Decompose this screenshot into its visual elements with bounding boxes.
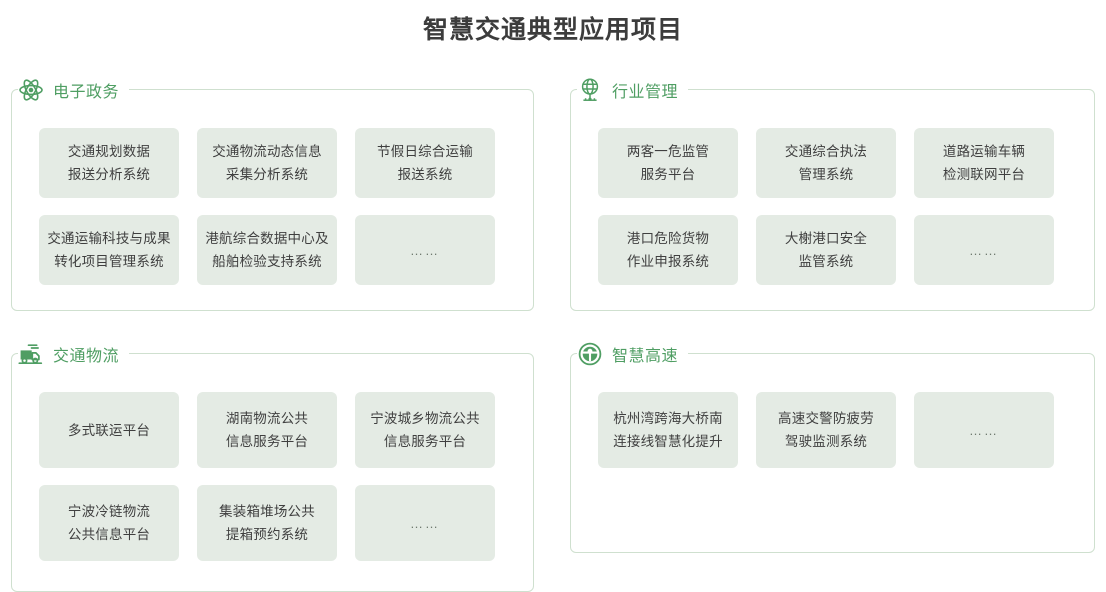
project-card-label: 道路运输车辆检测联网平台 xyxy=(942,144,1026,182)
project-card[interactable]: 多式联运平台 xyxy=(39,392,179,468)
project-card-label: 交通物流动态信息采集分析系统 xyxy=(212,144,322,182)
project-card[interactable]: 交通物流动态信息采集分析系统 xyxy=(197,128,337,198)
project-card-label: 港航综合数据中心及船舶检验支持系统 xyxy=(205,231,329,269)
project-card-label: …… xyxy=(410,515,440,531)
page-title: 智慧交通典型应用项目 xyxy=(422,16,683,44)
project-card-label: 交通综合执法管理系统 xyxy=(784,144,868,182)
section-panel-smart-highway: 智慧高速 杭州湾跨海大桥南连接线智慧化提升 高速交警防疲劳驾驶监测系统 …… xyxy=(570,337,1095,553)
project-card-label: 集装箱堆场公共提箱预约系统 xyxy=(219,504,315,542)
section-title-transport-logistics: 交通物流 xyxy=(53,348,120,365)
project-card-label: 交通运输科技与成果转化项目管理系统 xyxy=(47,231,171,269)
project-card-label: 宁波城乡物流公共信息服务平台 xyxy=(370,411,480,449)
project-card-label: 多式联运平台 xyxy=(67,422,151,438)
project-card[interactable]: 宁波冷链物流公共信息平台 xyxy=(39,485,179,561)
project-card[interactable]: 交通运输科技与成果转化项目管理系统 xyxy=(39,215,179,285)
project-card-label: …… xyxy=(969,422,999,438)
project-card-more[interactable]: …… xyxy=(355,215,495,285)
project-card-label: …… xyxy=(969,242,999,258)
project-card[interactable]: 高速交警防疲劳驾驶监测系统 xyxy=(756,392,896,468)
project-card[interactable]: 湖南物流公共信息服务平台 xyxy=(197,392,337,468)
project-card-more[interactable]: …… xyxy=(914,392,1054,468)
project-card[interactable]: 杭州湾跨海大桥南连接线智慧化提升 xyxy=(598,392,738,468)
globe-network-icon xyxy=(581,78,599,101)
project-card-label: 节假日综合运输报送系统 xyxy=(377,144,473,182)
atom-icon xyxy=(19,79,43,101)
project-card-label: 宁波冷链物流公共信息平台 xyxy=(67,504,151,542)
section-header-industry-management: 行业管理 xyxy=(577,73,689,107)
project-card-label: …… xyxy=(410,242,440,258)
project-card[interactable]: 两客一危监管服务平台 xyxy=(598,128,738,198)
project-card-label: 两客一危监管服务平台 xyxy=(626,144,710,182)
project-card[interactable]: 集装箱堆场公共提箱预约系统 xyxy=(197,485,337,561)
project-card[interactable]: 港口危险货物作业申报系统 xyxy=(598,215,738,285)
card-grid-transport-logistics: 多式联运平台 湖南物流公共信息服务平台 宁波城乡物流公共信息服务平台 宁波冷链物… xyxy=(39,392,506,561)
project-card-label: 杭州湾跨海大桥南连接线智慧化提升 xyxy=(613,411,723,449)
card-grid-e-government: 交通规划数据报送分析系统 交通物流动态信息采集分析系统 节假日综合运输报送系统 … xyxy=(39,128,506,285)
project-card-label: 湖南物流公共信息服务平台 xyxy=(225,411,309,449)
project-card-label: 港口危险货物作业申报系统 xyxy=(626,231,710,269)
section-title-e-government: 电子政务 xyxy=(53,84,120,101)
steering-wheel-icon xyxy=(578,342,602,366)
project-card[interactable]: 大榭港口安全监管系统 xyxy=(756,215,896,285)
section-header-smart-highway: 智慧高速 xyxy=(577,337,689,371)
project-card[interactable]: 节假日综合运输报送系统 xyxy=(355,128,495,198)
card-grid-industry-management: 两客一危监管服务平台 交通综合执法管理系统 道路运输车辆检测联网平台 港口危险货… xyxy=(598,128,1067,285)
project-card-label: 交通规划数据报送分析系统 xyxy=(67,144,151,182)
section-panel-e-government: 电子政务 交通规划数据报送分析系统 交通物流动态信息采集分析系统 节假日综合运输… xyxy=(11,73,534,311)
section-title-smart-highway: 智慧高速 xyxy=(612,348,679,365)
section-panel-transport-logistics: 交通物流 多式联运平台 湖南物流公共信息服务平台 宁波城乡物流公共信息服务平台 … xyxy=(11,337,534,592)
project-card[interactable]: 交通综合执法管理系统 xyxy=(756,128,896,198)
project-card-more[interactable]: …… xyxy=(914,215,1054,285)
project-card[interactable]: 宁波城乡物流公共信息服务平台 xyxy=(355,392,495,468)
section-header-e-government: 电子政务 xyxy=(18,73,130,107)
project-card[interactable]: 港航综合数据中心及船舶检验支持系统 xyxy=(197,215,337,285)
delivery-truck-icon xyxy=(18,344,43,365)
project-card[interactable]: 道路运输车辆检测联网平台 xyxy=(914,128,1054,198)
project-card-label: 大榭港口安全监管系统 xyxy=(784,231,868,269)
project-card[interactable]: 交通规划数据报送分析系统 xyxy=(39,128,179,198)
section-header-transport-logistics: 交通物流 xyxy=(18,337,130,371)
card-grid-smart-highway: 杭州湾跨海大桥南连接线智慧化提升 高速交警防疲劳驾驶监测系统 …… xyxy=(598,392,1067,468)
section-title-industry-management: 行业管理 xyxy=(612,84,679,101)
section-panel-industry-management: 行业管理 两客一危监管服务平台 交通综合执法管理系统 道路运输车辆检测联网平台 … xyxy=(570,73,1095,311)
project-card-label: 高速交警防疲劳驾驶监测系统 xyxy=(778,411,874,449)
project-card-more[interactable]: …… xyxy=(355,485,495,561)
